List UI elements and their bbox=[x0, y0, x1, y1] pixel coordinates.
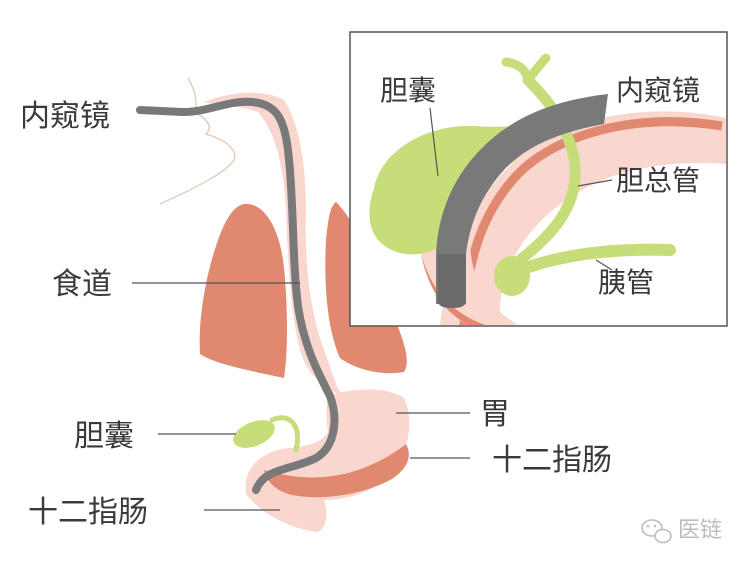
label-duodenum-right: 十二指肠 bbox=[492, 443, 612, 478]
inset-gallbladder-leader bbox=[429, 107, 439, 177]
label-esophagus: 食道 bbox=[52, 267, 112, 302]
esophagus-tract bbox=[204, 92, 346, 399]
inset-common-bile-duct bbox=[506, 74, 581, 272]
left-lung bbox=[199, 203, 287, 378]
label-gallbladder: 胆囊 bbox=[74, 419, 134, 454]
label-duodenum: 十二指肠 bbox=[28, 495, 148, 530]
gallbladder-shape bbox=[233, 420, 275, 448]
stomach-duodenum-tract bbox=[245, 389, 410, 532]
inset-pancreatic-leader bbox=[595, 259, 613, 271]
wechat-icon bbox=[641, 519, 672, 544]
duodenum-wall bbox=[264, 444, 409, 498]
label-endoscope: 内窥镜 bbox=[20, 99, 110, 134]
inset-label-endoscope: 内窥镜 bbox=[616, 74, 700, 107]
inset-label-pancreatic-duct: 胰管 bbox=[598, 266, 654, 299]
label-stomach: 胃 bbox=[480, 397, 510, 432]
inset-endoscope-tip bbox=[438, 254, 466, 308]
inset-illustration bbox=[369, 53, 726, 325]
inset-pancreatic-duct bbox=[509, 243, 676, 278]
endoscope-tube bbox=[136, 97, 339, 494]
inset-label-common-bile-duct: 胆总管 bbox=[616, 164, 700, 197]
inset-wall-salmon-lower bbox=[420, 250, 486, 325]
inset-cbd-leader bbox=[577, 179, 613, 187]
inset-duodenal-wall bbox=[440, 111, 726, 325]
inset-label-gallbladder: 胆囊 bbox=[380, 74, 436, 107]
face-outline bbox=[159, 77, 236, 205]
gallbladder-bile-duct bbox=[269, 415, 300, 453]
inset-bile-duct-branch-b bbox=[523, 53, 551, 85]
watermark-text: 医链 bbox=[678, 518, 722, 543]
